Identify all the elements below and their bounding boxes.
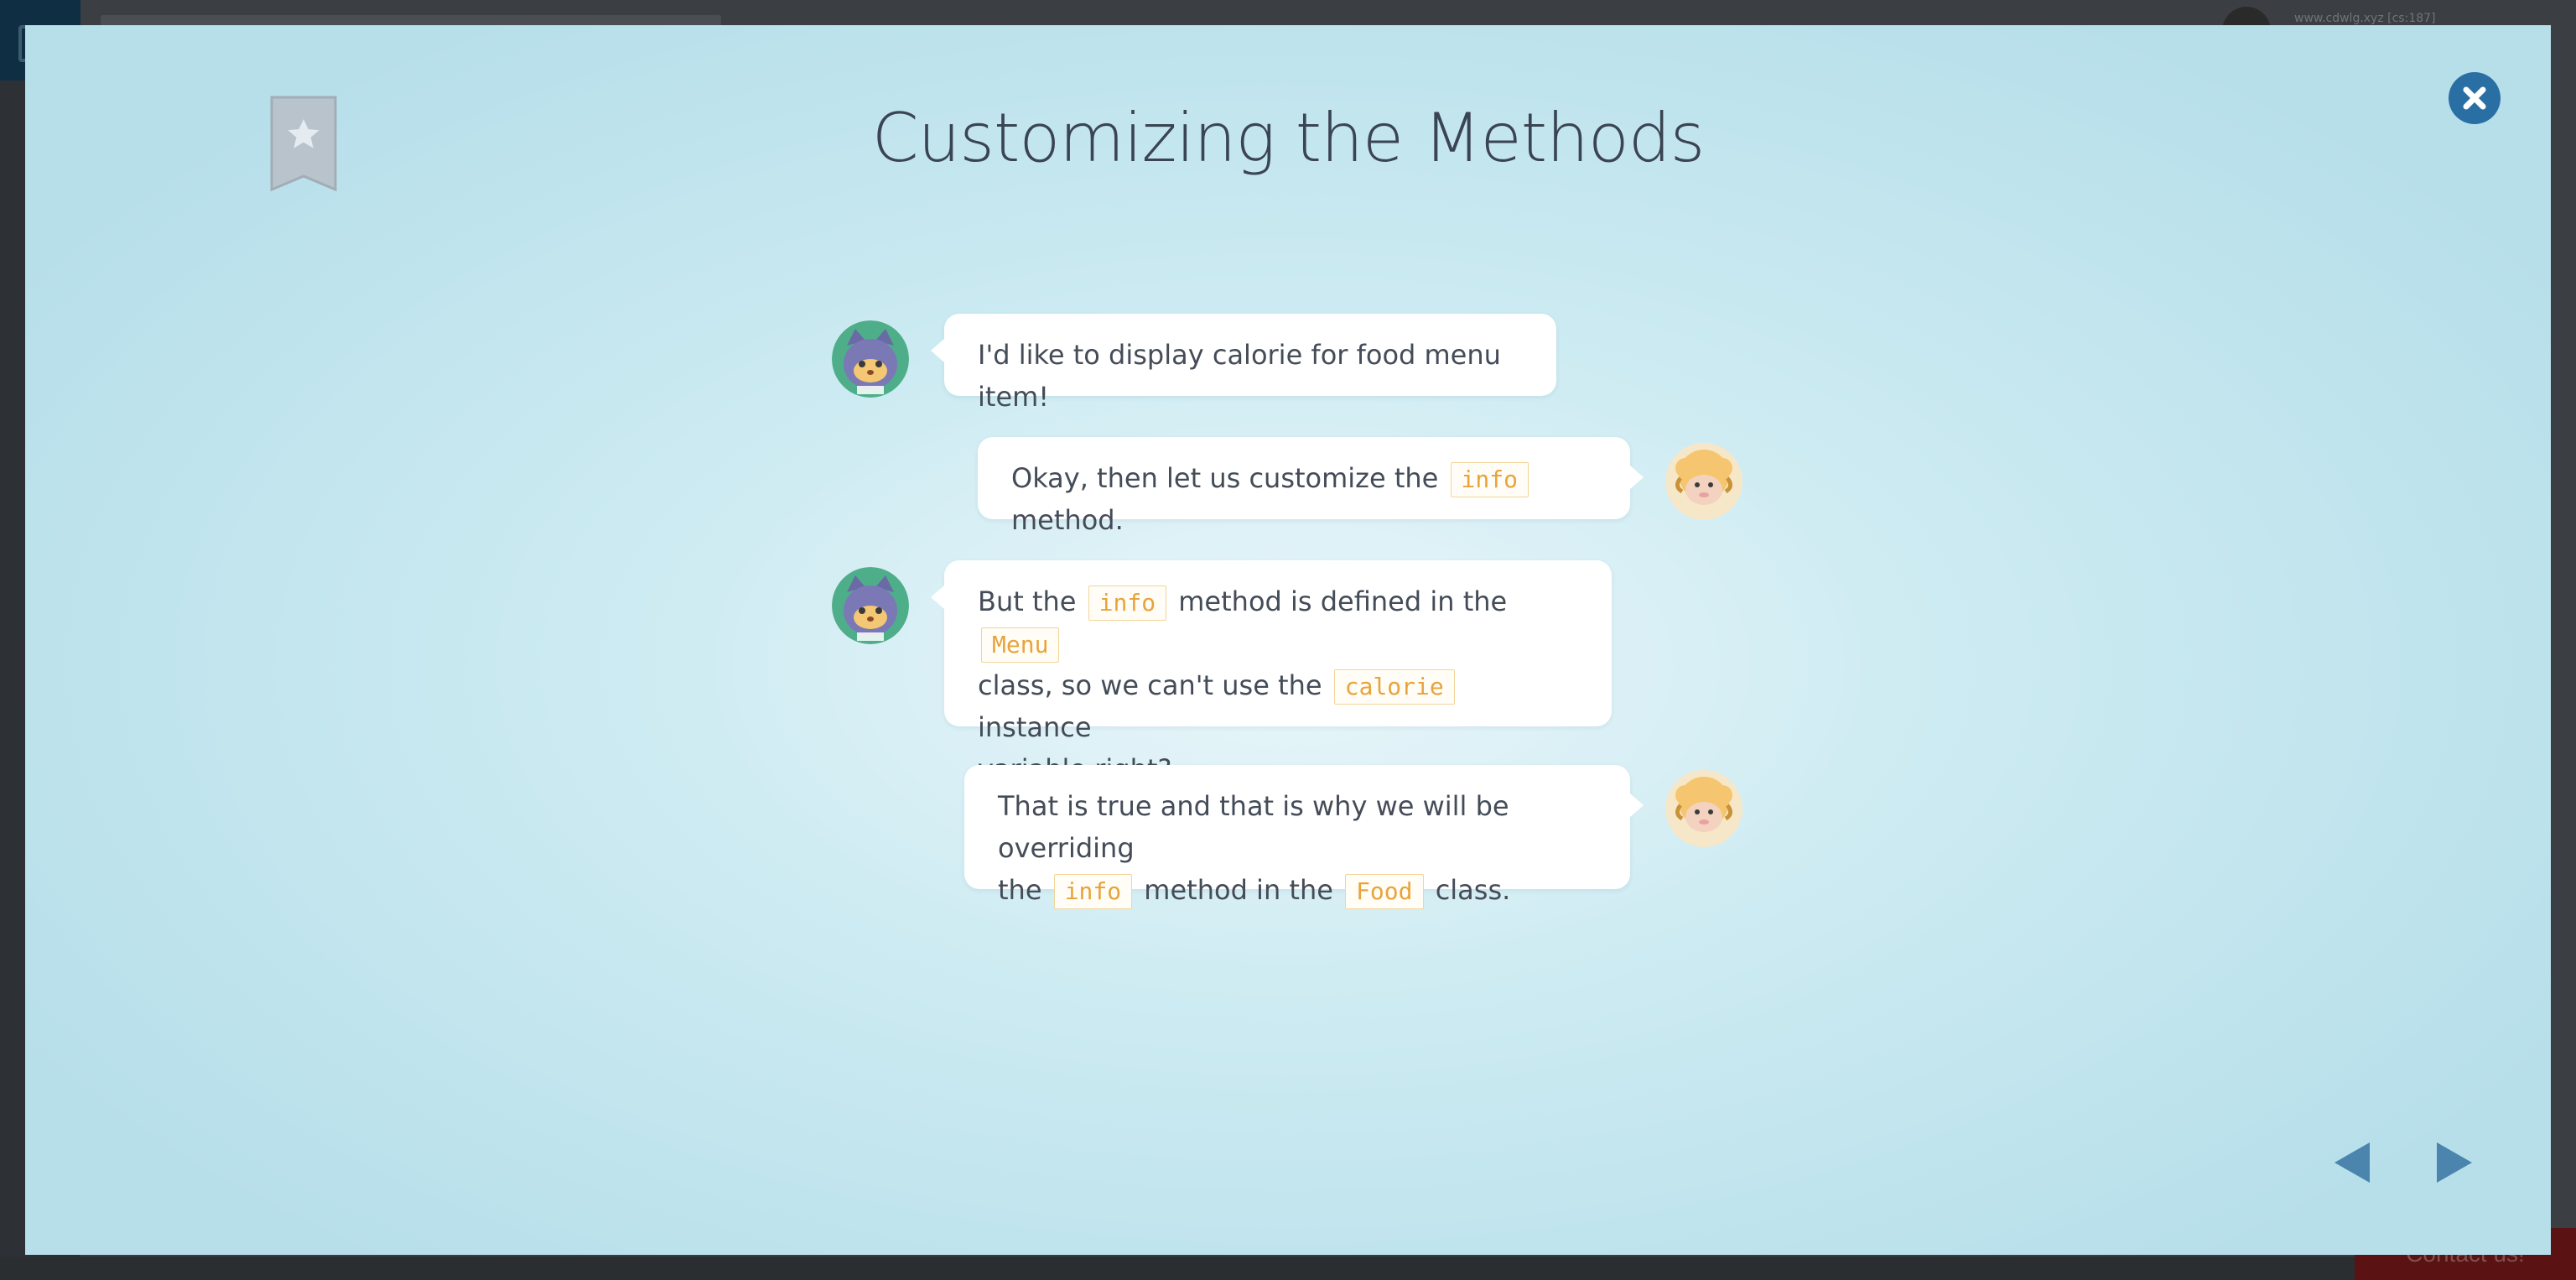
previous-slide-button[interactable] [2328,1137,2378,1188]
background-scrollbar [2553,81,2576,1255]
lesson-modal: Customizing the Methods I'd like to disp… [25,25,2551,1255]
text-span: class. [1426,874,1511,906]
cat-avatar [832,320,909,398]
page-title: Customizing the Methods [871,99,1706,177]
chat-bubble-3-line: But the info method is defined in the Me… [978,580,1578,664]
code-menu: Menu [981,627,1060,663]
code-info: info [1053,874,1133,909]
code-info: info [1450,462,1529,497]
next-slide-button[interactable] [2428,1137,2479,1188]
chat-bubble-4: That is true and that is why we will be … [964,765,1644,909]
chat-bubble-1: I'd like to display calorie for food men… [931,314,1556,413]
chat-bubble-4-line: That is true and that is why we will be … [998,785,1597,869]
chat-bubble-2-text: method. [1011,504,1124,536]
code-calorie: calorie [1333,669,1455,705]
sheep-avatar [1665,443,1742,520]
sheep-avatar [1665,770,1742,847]
bookmark-star-icon [270,96,337,192]
background-url-text: www.cdwlg.xyz [cs:187] [2294,12,2436,25]
close-button[interactable] [2449,72,2501,124]
close-icon [2450,74,2499,122]
triangle-right-icon [2437,1142,2472,1183]
code-food: Food [1345,874,1424,909]
chat-bubble-1-text: I'd like to display calorie for food men… [978,339,1501,413]
text-span: instance [978,711,1092,743]
text-span: But the [978,585,1085,617]
triangle-left-icon [2334,1142,2370,1183]
text-span: class, so we can't use the [978,669,1331,701]
chat-bubble-2-text: Okay, then let us customize the [1011,462,1447,494]
cat-avatar [832,567,909,644]
code-info: info [1088,585,1167,621]
text-span: That is true and that is why we will be … [998,790,1509,864]
chat-bubble-4-line: the info method in the Food class. [998,869,1597,911]
text-span: method in the [1135,874,1343,906]
text-span: method is defined in the [1170,585,1508,617]
chat-bubble-3: But the info method is defined in the Me… [931,560,1612,785]
background-search-bar [101,15,721,27]
bookmark-button[interactable] [268,96,339,193]
chat-bubble-3-line: class, so we can't use the calorie insta… [978,664,1578,748]
background-bottom-bar [0,1257,2355,1280]
text-span: the [998,874,1051,906]
chat-bubble-2: Okay, then let us customize the info met… [978,437,1644,536]
